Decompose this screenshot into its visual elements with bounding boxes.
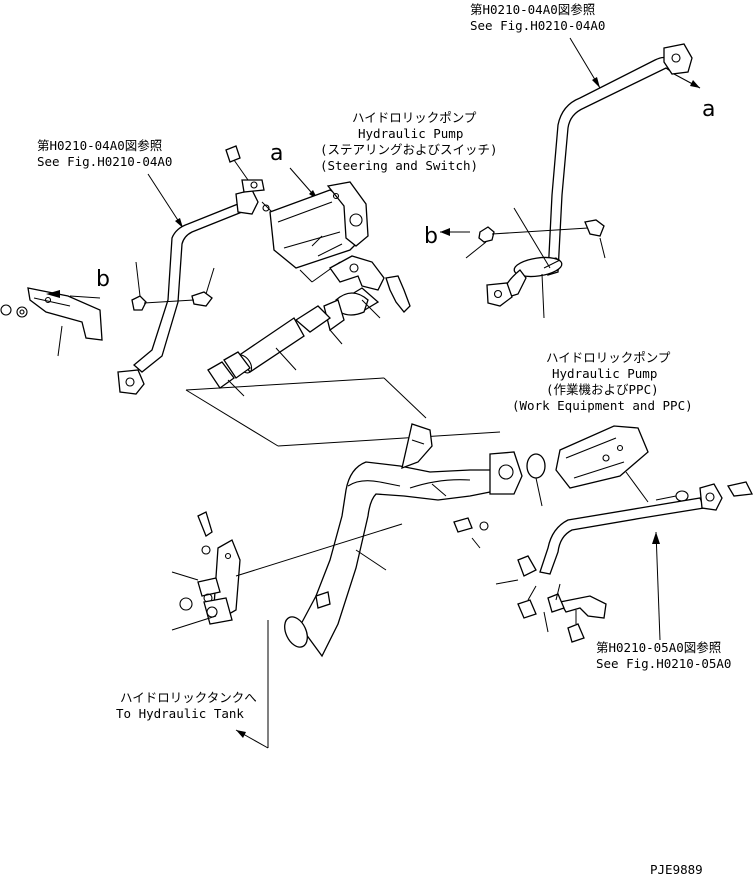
pump-steering-label: ハイドロリックポンプ Hydraulic Pump (ステアリングおよびスイッチ… [320, 110, 498, 173]
pump-steering-jp: ハイドロリックポンプ [352, 110, 477, 125]
drawing-code: PJE9889 [650, 862, 703, 877]
ref-top-right-jp: 第H0210-04A0図参照 [470, 2, 595, 17]
ref-bottom-right: 第H0210-05A0図参照 See Fig.H0210-05A0 [596, 531, 731, 671]
pipe-top-left [117, 145, 273, 395]
leader-line [147, 173, 184, 229]
steering-hose-parts [185, 235, 501, 447]
ref-top-left: 第H0210-04A0図参照 See Fig.H0210-04A0 [37, 138, 184, 229]
suction-tube [284, 423, 523, 658]
pump-work-en: Hydraulic Pump [552, 366, 657, 381]
arrowhead [592, 77, 600, 88]
pump-steering-en: Hydraulic Pump [358, 126, 463, 141]
ref-bottom-right-en: See Fig.H0210-05A0 [596, 656, 731, 671]
tank-label: ハイドロリックタンクへ To Hydraulic Tank [116, 620, 269, 749]
arrowhead [236, 730, 246, 738]
ref-top-left-jp: 第H0210-04A0図参照 [37, 138, 162, 153]
pump-work-sub-en: (Work Equipment and PPC) [512, 398, 693, 413]
pump-work-sub-jp: (作業機およびPPC) [546, 382, 659, 397]
arrowhead [175, 218, 183, 228]
pump-steering-sub-jp: (ステアリングおよびスイッチ) [320, 142, 498, 157]
arrowhead [652, 532, 660, 544]
ref-top-left-en: See Fig.H0210-04A0 [37, 154, 172, 169]
marker-b-left: b [96, 267, 110, 292]
marker-a-pump: a [270, 141, 283, 166]
tank-bracket [171, 511, 403, 631]
leader-line [655, 531, 661, 641]
pipe-work [495, 481, 753, 643]
marker-b-right: b [424, 224, 438, 249]
pipe-top-right [440, 43, 701, 319]
pump-steering [269, 181, 369, 283]
tank-jp: ハイドロリックタンクへ [120, 690, 257, 705]
pump-work-jp: ハイドロリックポンプ [546, 350, 671, 365]
ref-top-right: 第H0210-04A0図参照 See Fig.H0210-04A0 [470, 2, 605, 89]
pump-work [526, 425, 689, 507]
ref-top-right-en: See Fig.H0210-04A0 [470, 18, 605, 33]
tank-en: To Hydraulic Tank [116, 706, 244, 721]
pump-steering-sub-en: (Steering and Switch) [320, 158, 478, 173]
ref-bottom-right-jp: 第H0210-05A0図参照 [596, 640, 721, 655]
bracket-left [0, 287, 103, 357]
pump-work-label: ハイドロリックポンプ Hydraulic Pump (作業機およびPPC) (W… [512, 350, 693, 413]
marker-a-top: a [702, 97, 715, 122]
